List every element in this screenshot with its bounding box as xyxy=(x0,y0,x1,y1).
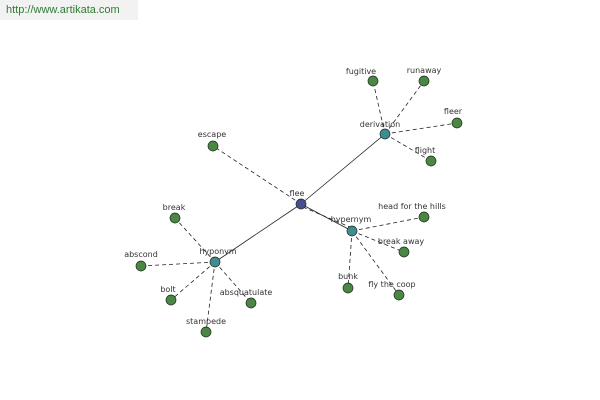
edge-flee-hypernym-dashed xyxy=(302,206,353,229)
label-flee: flee xyxy=(290,189,305,198)
node-bolt[interactable] xyxy=(165,294,177,306)
label-stampede: stampede xyxy=(186,317,226,326)
label-absquatulate: absquatulate xyxy=(220,288,273,297)
label-fleer: fleer xyxy=(444,107,463,116)
label-abscond: abscond xyxy=(124,250,158,259)
label-fugitive: fugitive xyxy=(346,67,376,76)
node-abscond[interactable] xyxy=(135,260,147,272)
label-head-for-the-hills: head for the hills xyxy=(378,202,446,211)
labels: flee derivation hyponym hypernym fugitive run… xyxy=(124,66,463,326)
edge-flee-derivation xyxy=(300,133,386,205)
url-banner: http://www.artikata.com xyxy=(0,0,138,20)
node-bunk[interactable] xyxy=(342,282,354,294)
edges xyxy=(140,80,458,333)
node-stampede[interactable] xyxy=(200,326,212,338)
edge-hypernym-fly-the-coop xyxy=(351,230,400,296)
edge-hypernym-break-away xyxy=(351,230,405,253)
label-bunk: bunk xyxy=(338,272,358,281)
edge-flee-hyponym xyxy=(214,203,302,263)
edge-derivation-runaway xyxy=(384,80,425,135)
label-flight: flight xyxy=(415,146,436,155)
node-absquatulate[interactable] xyxy=(245,297,257,309)
edge-hyponym-bolt xyxy=(170,261,216,301)
node-fugitive[interactable] xyxy=(367,75,379,87)
label-escape: escape xyxy=(198,130,226,139)
label-break-away: break away xyxy=(378,237,425,246)
label-fly-the-coop: fly the coop xyxy=(368,280,415,289)
node-hypernym[interactable] xyxy=(346,225,358,237)
node-escape[interactable] xyxy=(207,140,219,152)
edge-hypernym-bunk xyxy=(347,230,353,289)
node-hyponym[interactable] xyxy=(209,256,221,268)
edge-derivation-flight xyxy=(384,133,432,162)
label-break: break xyxy=(163,203,186,212)
label-runaway: runaway xyxy=(407,66,442,75)
edge-flee-hypernym xyxy=(300,203,353,232)
edge-hyponym-break xyxy=(174,217,216,263)
node-fleer[interactable] xyxy=(451,117,463,129)
label-bolt: bolt xyxy=(160,285,175,294)
site-url[interactable]: http://www.artikata.com xyxy=(6,4,120,16)
node-break[interactable] xyxy=(169,212,181,224)
edge-hyponym-stampede xyxy=(205,261,216,333)
nodes xyxy=(135,75,463,338)
node-fly-the-coop[interactable] xyxy=(393,289,405,301)
edge-derivation-fugitive xyxy=(372,80,386,135)
node-head-for-the-hills[interactable] xyxy=(418,211,430,223)
edge-hypernym-head-for-the-hills xyxy=(351,216,425,232)
node-runaway[interactable] xyxy=(418,75,430,87)
label-derivation: derivation xyxy=(360,120,400,129)
edge-hyponym-abscond xyxy=(140,261,216,267)
edge-flee-escape xyxy=(212,145,302,205)
edge-hyponym-absquatulate xyxy=(214,261,252,304)
label-hyponym: hyponym xyxy=(199,247,237,256)
node-derivation[interactable] xyxy=(379,128,391,140)
node-flight[interactable] xyxy=(425,155,437,167)
edge-derivation-fleer xyxy=(384,122,458,135)
node-break-away[interactable] xyxy=(398,246,410,258)
label-hypernym: hypernym xyxy=(331,215,372,224)
node-flee[interactable] xyxy=(295,198,307,210)
